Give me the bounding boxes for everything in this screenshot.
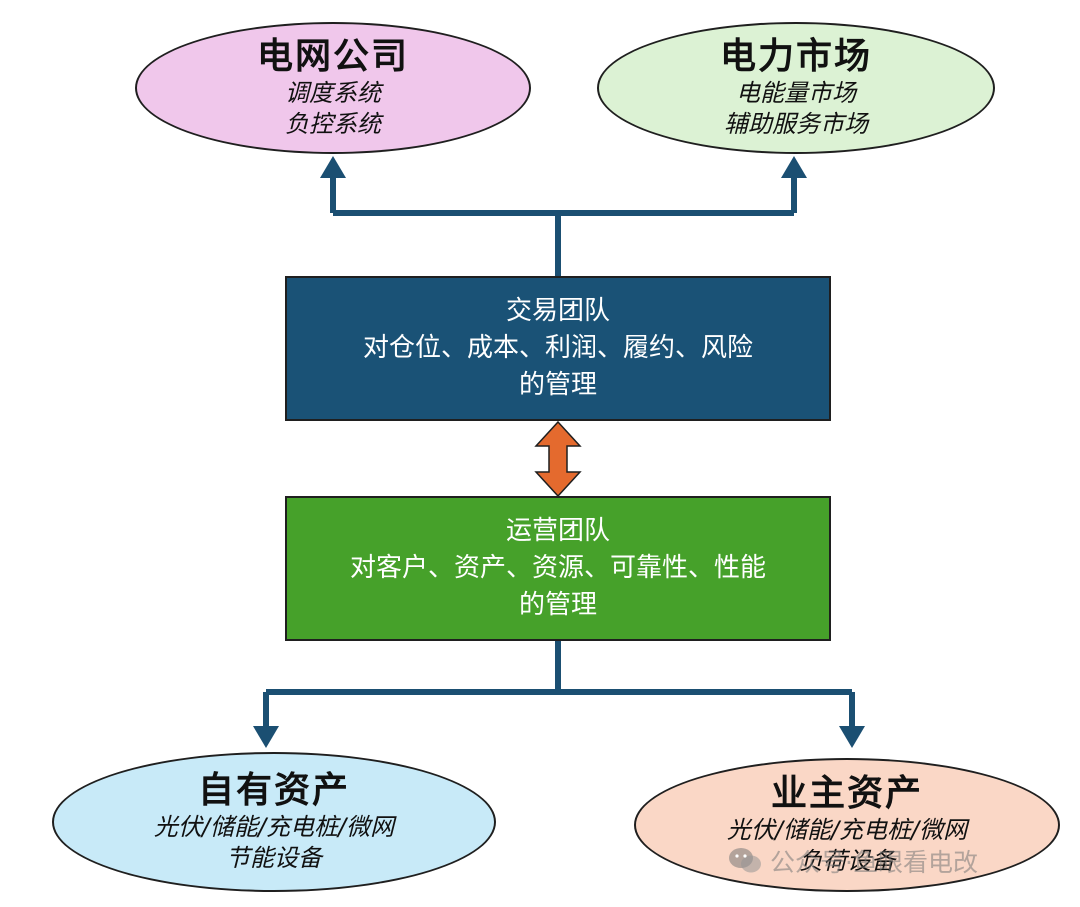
watermark: 公众号·鱼眼看电改: [728, 843, 978, 879]
owner-assets-line-1: 光伏/储能/充电桩/微网: [726, 816, 968, 844]
arrowhead-up-market-icon: [781, 156, 807, 178]
operations-team-node: 运营团队 对客户、资产、资源、可靠性、性能 的管理: [285, 496, 831, 641]
power-market-line-2: 辅助服务市场: [724, 110, 868, 138]
trading-team-node: 交易团队 对仓位、成本、利润、履约、风险 的管理: [285, 276, 831, 421]
own-assets-line-2: 节能设备: [226, 844, 322, 872]
grid-company-line-2: 负控系统: [285, 110, 381, 138]
own-assets-title: 自有资产: [197, 770, 350, 811]
arrowhead-down-own-icon: [253, 726, 279, 748]
grid-company-title: 电网公司: [256, 36, 409, 77]
grid-company-line-1: 调度系统: [285, 79, 381, 107]
grid-company-node: 电网公司 调度系统 负控系统: [135, 22, 531, 154]
power-market-line-1: 电能量市场: [736, 79, 856, 107]
own-assets-node: 自有资产 光伏/储能/充电桩/微网 节能设备: [52, 752, 496, 892]
operations-team-line-2: 的管理: [518, 590, 597, 620]
trading-team-line-2: 的管理: [518, 370, 597, 400]
operations-team-title: 运营团队: [505, 516, 610, 546]
owner-assets-node: 业主资产 光伏/储能/充电桩/微网 负荷设备: [634, 758, 1060, 892]
power-market-node: 电力市场 电能量市场 辅助服务市场: [597, 22, 995, 154]
trading-team-title: 交易团队: [505, 296, 610, 326]
own-assets-line-1: 光伏/储能/充电桩/微网: [153, 813, 395, 841]
operations-team-line-1: 对客户、资产、资源、可靠性、性能: [349, 553, 766, 583]
power-market-title: 电力市场: [719, 36, 872, 77]
trading-team-line-1: 对仓位、成本、利润、履约、风险: [362, 333, 753, 363]
watermark-text: 公众号·鱼眼看电改: [770, 848, 978, 877]
arrowhead-down-owner-icon: [839, 726, 865, 748]
arrowhead-up-grid-icon: [320, 156, 346, 178]
owner-assets-line-2: 负荷设备: [799, 847, 895, 875]
wechat-icon: [729, 848, 761, 873]
double-arrow-icon: [534, 420, 582, 498]
owner-assets-title: 业主资产: [770, 773, 923, 814]
